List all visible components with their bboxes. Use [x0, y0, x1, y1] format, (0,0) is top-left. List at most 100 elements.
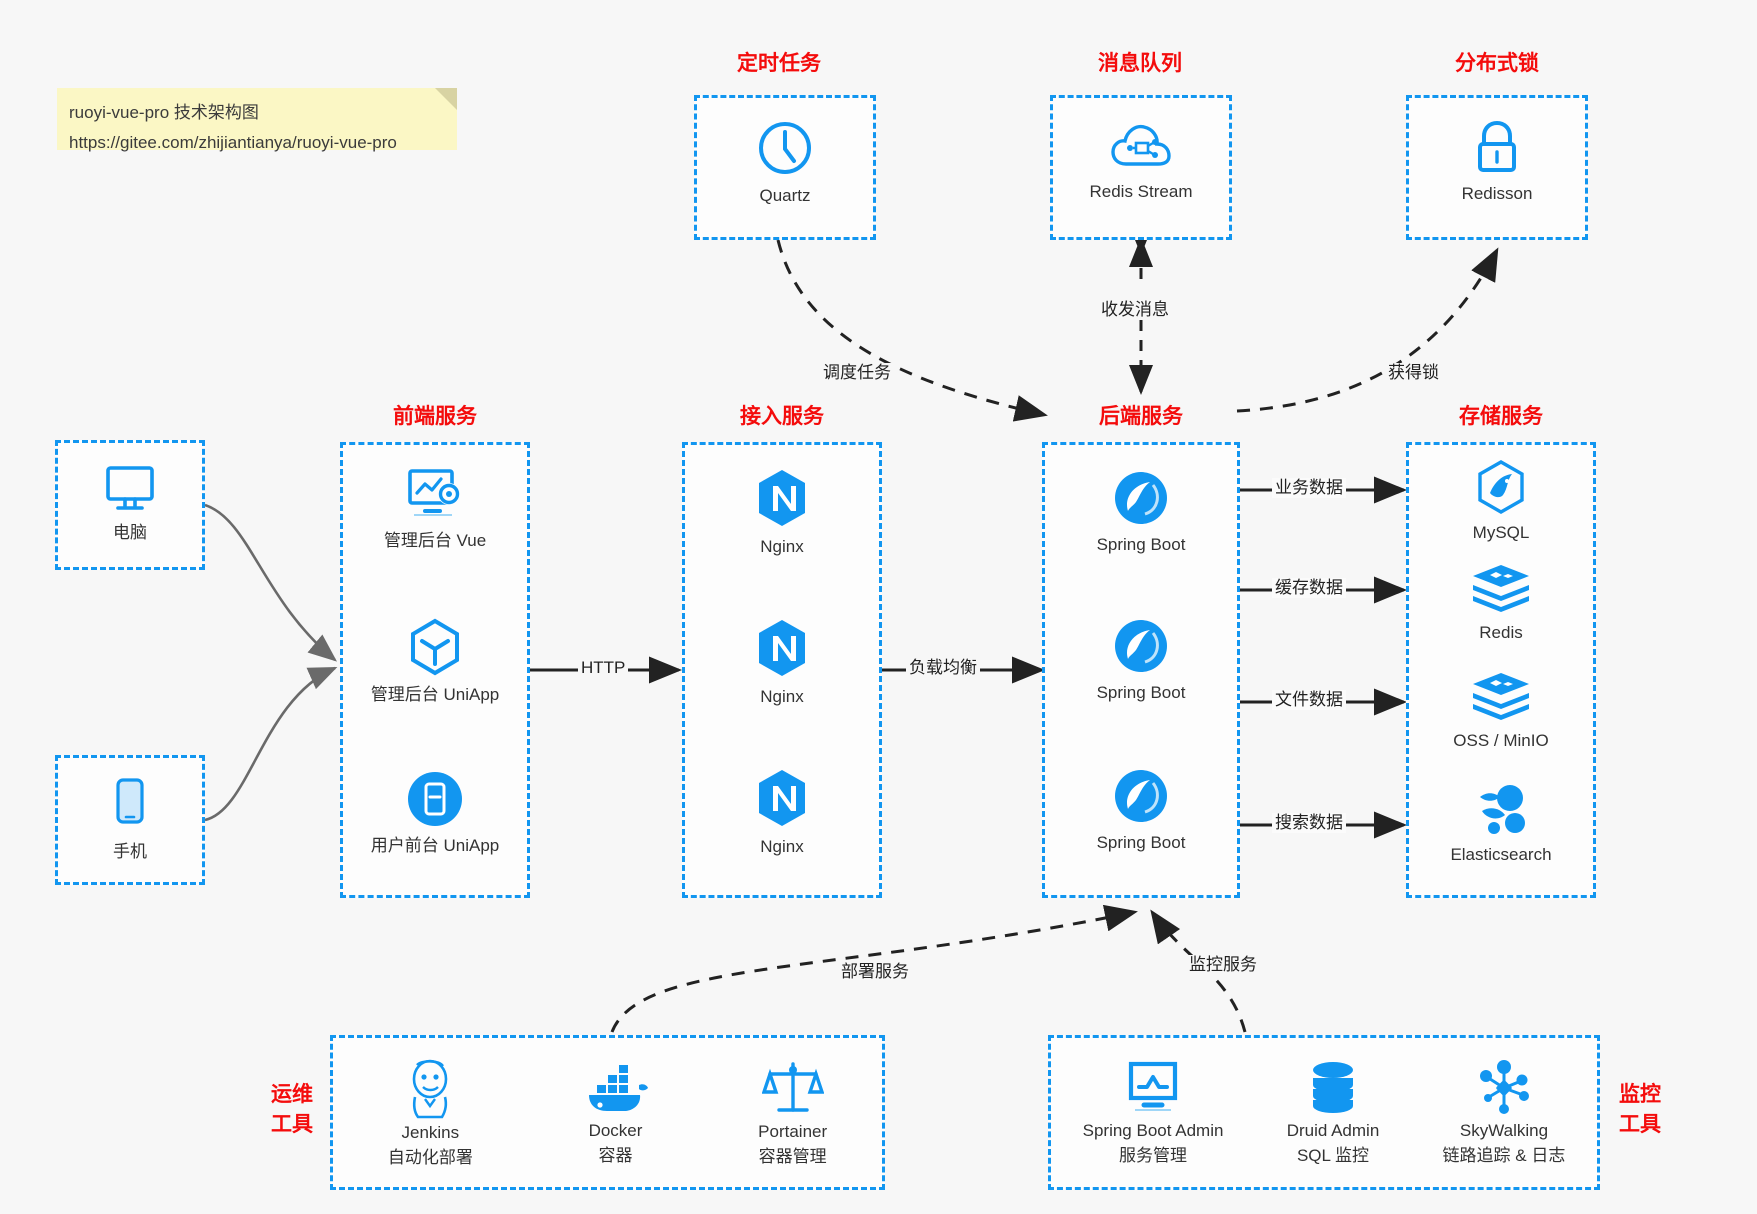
- tool-label: Jenkins: [401, 1123, 460, 1142]
- edge-label-search-data: 搜索数据: [1272, 813, 1346, 833]
- group-title-ops-line1: 运维: [271, 1083, 313, 1106]
- node-spring-boot-3[interactable]: Spring Boot: [1045, 767, 1237, 854]
- node-label: Spring Boot: [1096, 535, 1186, 554]
- group-title-mq: 消息队列: [1098, 52, 1182, 75]
- desktop-icon: [106, 466, 154, 510]
- node-label: 手机: [113, 842, 147, 861]
- tool-label: SkyWalking: [1459, 1121, 1549, 1140]
- edge-label-schedule-task: 调度任务: [820, 363, 894, 383]
- group-client-mobile[interactable]: 手机: [55, 755, 205, 885]
- edge-label-file-data: 文件数据: [1272, 690, 1346, 710]
- tool-label: Spring Boot Admin: [1082, 1121, 1224, 1140]
- tool-label: Druid Admin: [1286, 1121, 1380, 1140]
- group-title-lock: 分布式锁: [1455, 52, 1539, 75]
- node-label: Nginx: [760, 687, 804, 706]
- group-ops[interactable]: Jenkins 自动化部署 Docker 容器: [330, 1035, 885, 1190]
- note-line-2: https://gitee.com/zhijiantianya/ruoyi-vu…: [69, 133, 397, 152]
- scales-icon: [761, 1062, 824, 1112]
- group-title-gateway: 接入服务: [740, 405, 824, 428]
- nginx-icon: [759, 470, 805, 526]
- node-label: Redis Stream: [1089, 182, 1193, 201]
- group-scheduler[interactable]: Quartz: [694, 95, 876, 240]
- node-label: Spring Boot: [1096, 833, 1186, 852]
- diagram-note: ruoyi-vue-pro 技术架构图 https://gitee.com/zh…: [57, 88, 457, 152]
- cube-icon: [411, 618, 459, 676]
- node-label: 电脑: [113, 523, 147, 542]
- node-nginx-1[interactable]: Nginx: [685, 467, 879, 558]
- node-label: Nginx: [760, 837, 804, 856]
- tool-sublabel: 链路追踪 & 日志: [1442, 1146, 1566, 1165]
- note-line-1: ruoyi-vue-pro 技术架构图: [69, 103, 259, 122]
- node-redis[interactable]: Redis: [1409, 563, 1593, 644]
- node-user-uniapp[interactable]: 用户前台 UniApp: [343, 770, 527, 857]
- node-label: Redis: [1479, 623, 1523, 642]
- tool-label: Docker: [588, 1121, 643, 1140]
- tool-jenkins[interactable]: Jenkins 自动化部署: [388, 1057, 473, 1168]
- node-label: Spring Boot: [1096, 683, 1186, 702]
- node-admin-uniapp[interactable]: 管理后台 UniApp: [343, 617, 527, 706]
- network-nodes-icon: [1479, 1060, 1529, 1114]
- node-label: Nginx: [760, 537, 804, 556]
- group-title-monitor-line1: 监控: [1619, 1083, 1661, 1106]
- group-title-scheduler: 定时任务: [737, 52, 821, 75]
- node-pc[interactable]: 电脑: [58, 463, 202, 544]
- edge-label-business-data: 业务数据: [1272, 478, 1346, 498]
- edge-label-http: HTTP: [578, 658, 629, 678]
- spring-boot-icon: [1115, 620, 1167, 672]
- node-mysql[interactable]: MySQL: [1409, 459, 1593, 544]
- node-redisson[interactable]: Redisson: [1409, 118, 1585, 205]
- group-monitor[interactable]: Spring Boot Admin 服务管理 Druid: [1048, 1035, 1600, 1190]
- node-nginx-3[interactable]: Nginx: [685, 767, 879, 858]
- group-backend[interactable]: Spring Boot Spring Boot Spring Boot: [1042, 442, 1240, 898]
- tool-druid-admin[interactable]: Druid Admin SQL 监控: [1286, 1059, 1380, 1166]
- edge-label-send-receive-message: 收发消息: [1098, 300, 1172, 320]
- spring-boot-icon: [1115, 472, 1167, 524]
- group-lock[interactable]: Redisson: [1406, 95, 1588, 240]
- node-label: OSS / MinIO: [1453, 731, 1549, 750]
- clock-icon: [759, 122, 811, 174]
- node-redis-stream[interactable]: Redis Stream: [1053, 118, 1229, 203]
- group-title-storage: 存储服务: [1459, 405, 1543, 428]
- spring-boot-icon: [1115, 770, 1167, 822]
- group-gateway[interactable]: Nginx Nginx Nginx: [682, 442, 882, 898]
- tool-docker[interactable]: Docker 容器: [583, 1059, 649, 1166]
- group-client-pc[interactable]: 电脑: [55, 440, 205, 570]
- tool-sublabel: SQL 监控: [1296, 1146, 1370, 1165]
- oss-icon: [1473, 673, 1529, 720]
- node-label: 用户前台 UniApp: [370, 836, 500, 855]
- node-oss-minio[interactable]: OSS / MinIO: [1409, 671, 1593, 752]
- edge-label-monitor-service: 监控服务: [1186, 955, 1260, 975]
- group-title-ops-line2: 工具: [271, 1113, 313, 1136]
- group-mq[interactable]: Redis Stream: [1050, 95, 1232, 240]
- mobile-app-icon: [408, 772, 462, 826]
- tool-portainer[interactable]: Portainer 容器管理: [758, 1058, 827, 1167]
- edge-label-deploy-service: 部署服务: [838, 962, 912, 982]
- node-mobile[interactable]: 手机: [58, 776, 202, 863]
- edge-label-acquire-lock: 获得锁: [1385, 363, 1442, 383]
- node-admin-vue[interactable]: 管理后台 Vue: [343, 467, 527, 552]
- tool-sublabel: 容器: [598, 1146, 633, 1165]
- group-frontend[interactable]: 管理后台 Vue 管理后台 UniApp 用户前台 UniApp: [340, 442, 530, 898]
- node-label: Redisson: [1461, 184, 1533, 203]
- tool-spring-boot-admin[interactable]: Spring Boot Admin 服务管理: [1082, 1059, 1224, 1166]
- elasticsearch-icon: [1480, 785, 1525, 834]
- node-spring-boot-1[interactable]: Spring Boot: [1045, 469, 1237, 556]
- node-quartz[interactable]: Quartz: [697, 118, 873, 207]
- node-nginx-2[interactable]: Nginx: [685, 617, 879, 708]
- tool-sublabel: 自动化部署: [387, 1148, 473, 1167]
- monitor-chart-icon: [1128, 1061, 1178, 1111]
- monitor-tools-row: Spring Boot Admin 服务管理 Druid: [1051, 1038, 1597, 1187]
- tool-skywalking[interactable]: SkyWalking 链路追踪 & 日志: [1442, 1059, 1566, 1166]
- node-spring-boot-2[interactable]: Spring Boot: [1045, 617, 1237, 704]
- node-label: 管理后台 Vue: [383, 531, 487, 550]
- group-storage[interactable]: MySQL Redis OSS / MinIO: [1406, 442, 1596, 898]
- database-icon: [1312, 1062, 1353, 1113]
- phone-icon: [116, 778, 144, 824]
- jenkins-icon: [413, 1059, 448, 1119]
- nginx-icon: [759, 770, 805, 826]
- node-elasticsearch[interactable]: Elasticsearch: [1409, 783, 1593, 866]
- node-label: 管理后台 UniApp: [370, 685, 500, 704]
- node-label: MySQL: [1472, 523, 1530, 542]
- tool-sublabel: 容器管理: [758, 1147, 827, 1166]
